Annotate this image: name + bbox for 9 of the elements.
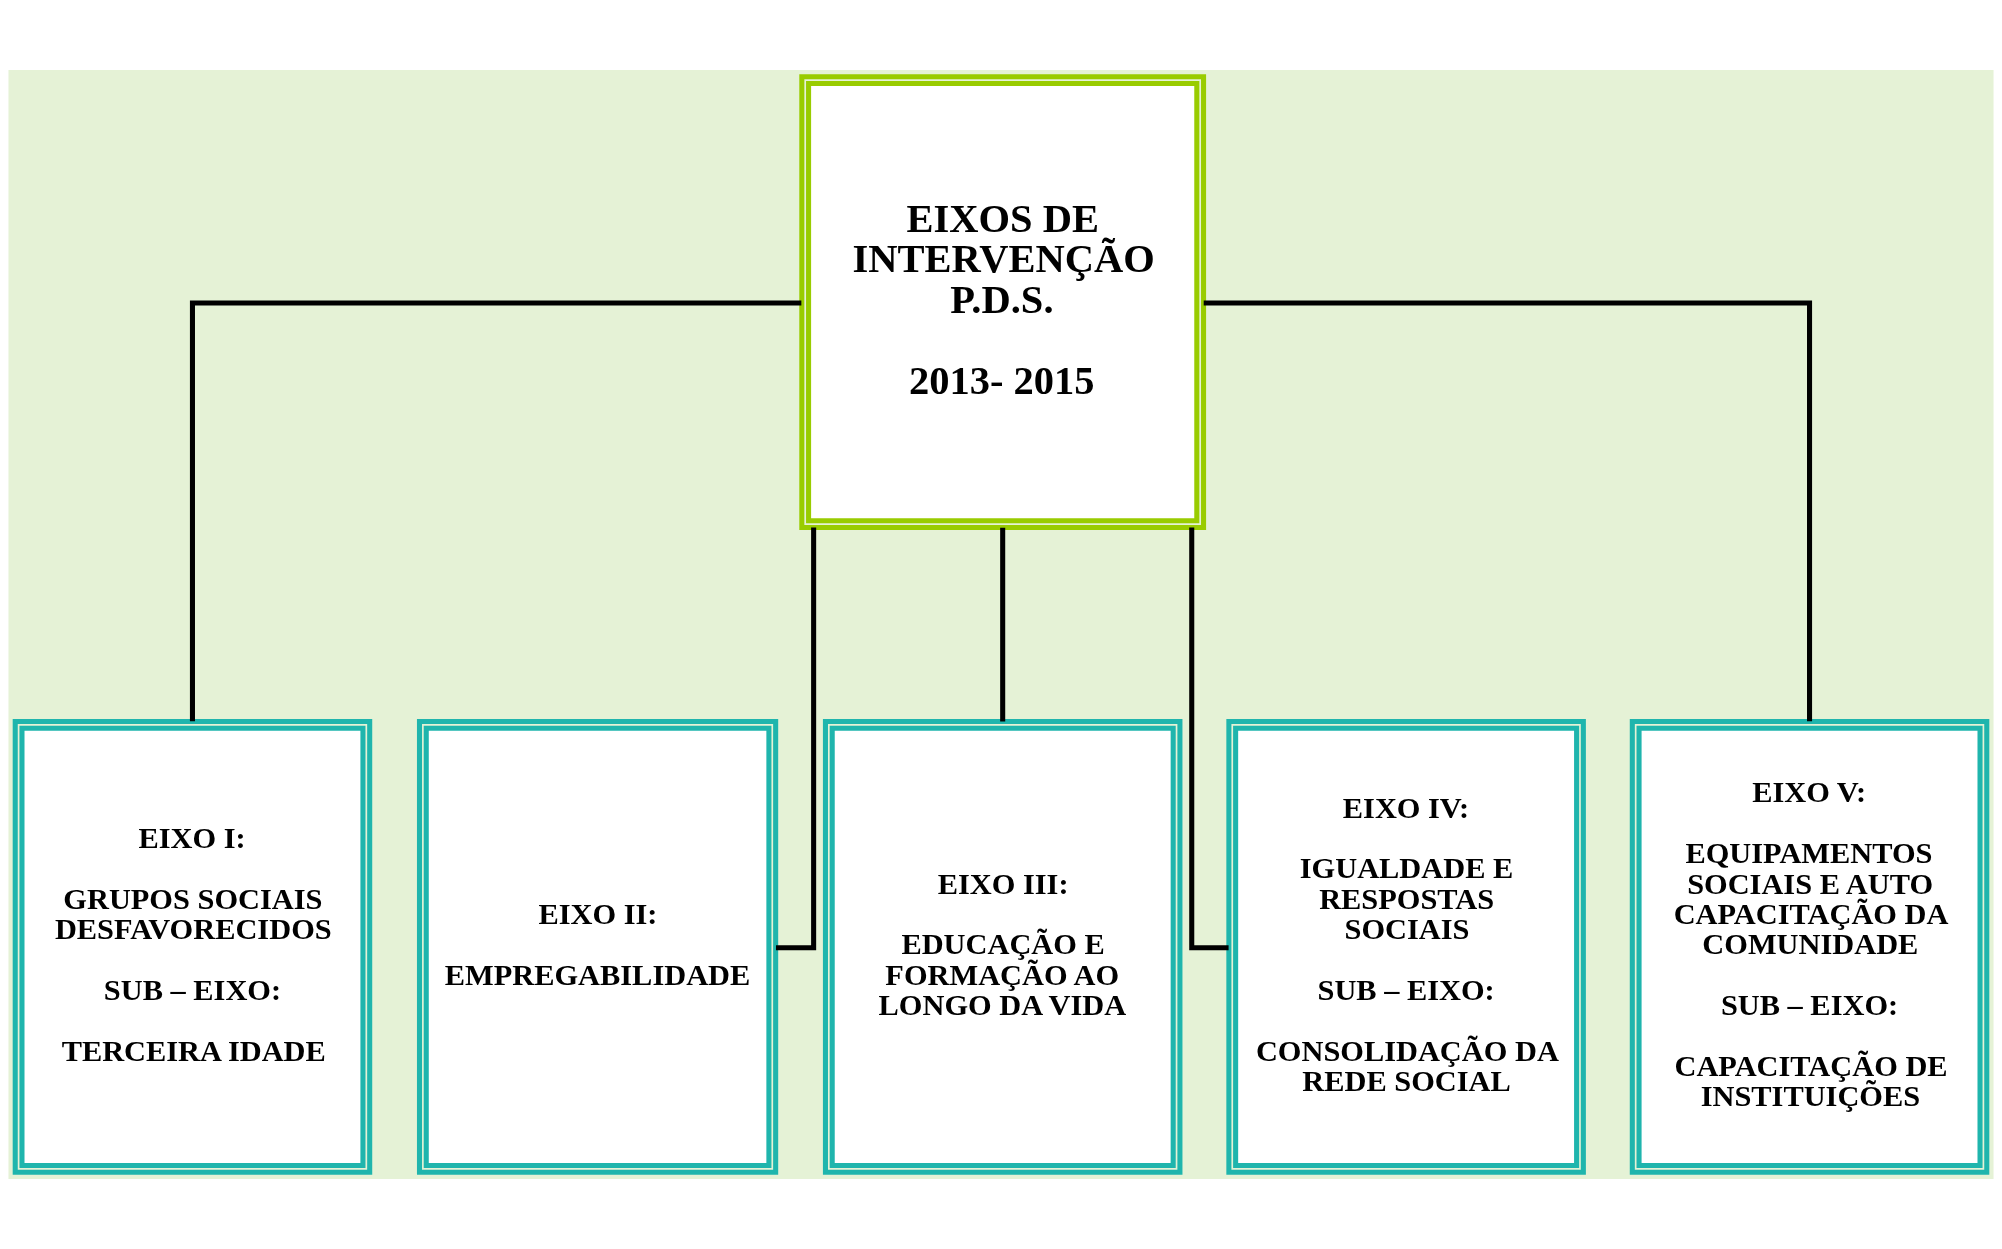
connector — [1000, 527, 1006, 722]
node-box: EIXOS DE INTERVENÇÃO P.D.S. 2013- 2015 — [799, 74, 1207, 530]
node-box: EIXO II: EMPREGABILIDADE — [416, 719, 779, 1175]
node-box: EIXO III: EDUCAÇÃO E FORMAÇÃO AO LONGO DA VIDA — [822, 719, 1183, 1175]
connector — [189, 300, 802, 722]
node-box: EIXO IV: IGUALDADE E RESPOSTAS SOCIAIS SUB – EIXO: CONSOLIDAÇÃO DA REDE SOCIAL — [1226, 719, 1586, 1175]
node-box: EIXO I: GRUPOS SOCIAIS DESFAVORECIDOS SUB – EIXO: TERCEIRA IDADE — [12, 719, 373, 1175]
node-box: EIXO V: EQUIPAMENTOS SOCIAIS E AUTO CAPACITAÇÃO DA COMUNIDADE SUB – EIXO: CAPACITAÇÃO DE INSTITUIÇÕES — [1629, 719, 1990, 1175]
connector — [1203, 300, 1813, 722]
